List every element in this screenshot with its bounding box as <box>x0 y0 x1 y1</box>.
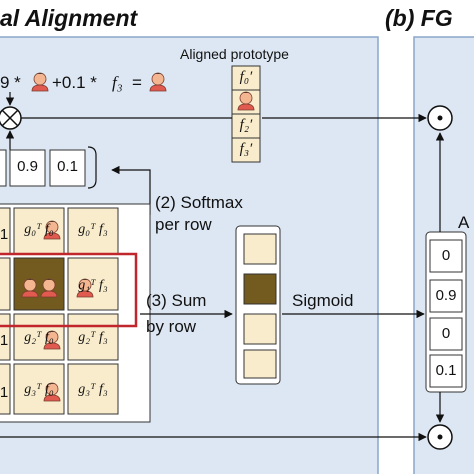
matrix-partial-cell: 1 <box>0 226 9 243</box>
similarity-matrix <box>0 203 151 423</box>
matrix-cell: g₂ᵀ f₀ <box>24 330 54 345</box>
weight-value: 0.1 <box>57 158 78 175</box>
gate-column <box>425 231 467 393</box>
weight-value: 0.9 <box>17 158 38 175</box>
formula-coef-a: 9 * <box>0 73 21 92</box>
sigmoid-cell <box>243 349 277 379</box>
aligned-prototype-label: Aligned prototype <box>180 46 289 62</box>
arrow-softmax <box>111 165 151 215</box>
softmax-label-line1: (2) Softmax <box>155 193 243 212</box>
weights-brace <box>87 146 97 189</box>
formula-term-b: f₃ <box>112 73 123 92</box>
gate-value: 0.9 <box>435 287 457 304</box>
sum-label-line2: by row <box>146 317 197 336</box>
prototype-cell-2: f₂′ <box>239 117 253 133</box>
highlight-row-box <box>0 252 138 328</box>
matrix-cell: g₀ᵀ f₃ <box>78 222 108 237</box>
matrix-cell: g₂ᵀ f₃ <box>78 330 108 345</box>
right-panel-title: (b) FG <box>385 5 453 31</box>
matrix-partial-cell: 1 <box>0 384 9 401</box>
dot-node-bottom <box>427 424 453 450</box>
sigmoid-label: Sigmoid <box>292 291 354 310</box>
softmax-label-line2: per row <box>155 215 212 234</box>
prototype-cell-0: f₀′ <box>239 69 253 85</box>
sigmoid-cell <box>243 233 277 265</box>
multiply-node <box>0 106 22 130</box>
sigmoid-cell <box>243 313 277 345</box>
right-partial-letter: A <box>458 213 470 232</box>
matrix-cell: g₃ᵀ f₃ <box>78 382 108 397</box>
matrix-partial-cell: 1 <box>0 332 9 349</box>
sum-label-line1: (3) Sum <box>146 291 207 310</box>
matrix-cell: g₃ᵀ f₀ <box>24 382 54 397</box>
sigmoid-bar <box>235 225 281 385</box>
sigmoid-cell <box>243 273 277 305</box>
formula-coef-b: +0.1 * <box>52 73 97 92</box>
matrix-cell: g₁ᵀ f₃ <box>78 278 108 293</box>
gate-value: 0 <box>441 247 451 264</box>
aligned-prototype-stack <box>231 65 261 163</box>
gate-value: 0 <box>441 325 451 342</box>
formula-equals: = <box>132 73 142 92</box>
matrix-cell: g₀ᵀ f₀ <box>24 222 54 237</box>
gate-value: 0.1 <box>435 362 457 379</box>
weights-row <box>0 149 86 187</box>
left-panel-title: al Alignment <box>0 5 138 31</box>
prototype-cell-3: f₃′ <box>239 141 253 157</box>
dot-node-top <box>427 105 453 131</box>
